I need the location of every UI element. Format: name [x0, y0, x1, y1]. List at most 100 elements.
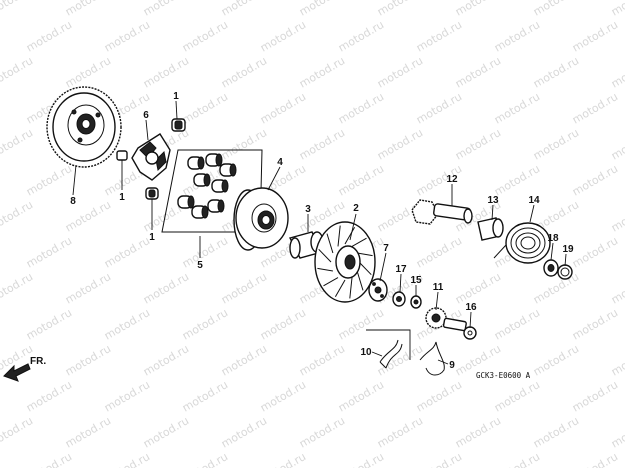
watermark-text: motod.ru [609, 270, 625, 306]
watermark-text: motod.ru [180, 18, 230, 54]
watermark-text: motod.ru [336, 450, 386, 468]
callout-4: 4 [277, 157, 283, 168]
watermark-text: motod.ru [375, 126, 425, 162]
part-14-return-spring [493, 222, 551, 264]
watermark-text: motod.ru [453, 0, 503, 19]
part-10-friction-spring [379, 339, 403, 369]
fan-blade [358, 261, 372, 276]
watermark-text: motod.ru [297, 126, 347, 162]
watermark-text: motod.ru [219, 0, 269, 19]
watermark-text: motod.ru [570, 306, 620, 342]
part-4-movable-drive-face [233, 187, 289, 251]
watermark-text: motod.ru [609, 126, 625, 162]
callout-3: 3 [305, 204, 311, 215]
watermark-text: motod.ru [24, 306, 74, 342]
watermark-text: motod.ru [609, 342, 625, 378]
watermark-text: motod.ru [0, 126, 35, 162]
watermark-text: motod.ru [414, 90, 464, 126]
part-2-drive-face-fan [314, 221, 376, 303]
part-19-circlip [557, 264, 573, 280]
watermark-text: motod.ru [141, 270, 191, 306]
callout-14: 14 [528, 195, 540, 206]
weight-roller [193, 173, 211, 187]
watermark-text: motod.ru [24, 162, 74, 198]
watermark-text: motod.ru [531, 270, 581, 306]
watermark-text: motod.ru [141, 414, 191, 450]
watermark-text: motod.ru [531, 126, 581, 162]
watermark-text: motod.ru [336, 162, 386, 198]
watermark-text: motod.ru [0, 0, 35, 19]
watermark-text: motod.ru [570, 162, 620, 198]
watermark-text: motod.ru [297, 54, 347, 90]
diagram-code: GCK3-E0600 A [476, 371, 531, 380]
part-1-slide-piece-top [171, 118, 186, 132]
watermark-text: motod.ru [570, 18, 620, 54]
fan-blade [317, 267, 333, 272]
watermark-text: motod.ru [609, 0, 625, 19]
fan-blade [357, 252, 373, 257]
weight-roller [191, 205, 209, 219]
watermark-text: motod.ru [336, 378, 386, 414]
watermark-text: motod.ru [258, 18, 308, 54]
watermark-text: motod.ru [375, 54, 425, 90]
watermark-text: motod.ru [375, 342, 425, 378]
part-1-slide-piece-bottom [145, 187, 159, 200]
part-13-bushing [477, 217, 504, 241]
fan-blade [349, 277, 353, 299]
watermark-text: motod.ru [102, 306, 152, 342]
watermark-text: motod.ru [297, 342, 347, 378]
front-arrow-label: FR. [30, 356, 46, 367]
part-16-washer [463, 326, 477, 340]
watermark-text: motod.ru [609, 54, 625, 90]
watermark-text: motod.ru [180, 306, 230, 342]
watermark-text: motod.ru [102, 378, 152, 414]
part-6-ramp-plate [131, 133, 171, 181]
watermark-text: motod.ru [609, 414, 625, 450]
fan-blade [318, 248, 332, 263]
watermark-text: motod.ru [180, 90, 230, 126]
watermark-text: motod.ru [0, 198, 35, 234]
watermark-text: motod.ru [570, 450, 620, 468]
part-18-washer [543, 259, 559, 277]
watermark-text: motod.ru [297, 0, 347, 19]
watermark-text: motod.ru [414, 234, 464, 270]
callout-19: 19 [562, 244, 574, 255]
weight-roller [177, 195, 195, 209]
watermark-text: motod.ru [531, 54, 581, 90]
fan-blade [351, 237, 367, 247]
watermark-text: motod.ru [258, 450, 308, 468]
callout-10: 10 [360, 347, 372, 358]
watermark-text: motod.ru [492, 306, 542, 342]
callout-15: 15 [410, 275, 422, 286]
callout-9: 9 [449, 360, 455, 371]
watermark-text: motod.ru [63, 54, 113, 90]
fan-blade [323, 277, 339, 287]
watermark-text: motod.ru [63, 342, 113, 378]
weight-roller [205, 153, 223, 167]
watermark-text: motod.ru [336, 306, 386, 342]
watermark-text: motod.ru [609, 198, 625, 234]
part-12-kick-spindle [411, 199, 473, 225]
watermark-text: motod.ru [492, 450, 542, 468]
watermark-text: motod.ru [24, 450, 74, 468]
watermark-text: motod.ru [24, 18, 74, 54]
watermark-text: motod.ru [219, 270, 269, 306]
watermark-text: motod.ru [63, 270, 113, 306]
fan-blade [356, 270, 364, 291]
fan-blade [334, 279, 346, 298]
watermark-text: motod.ru [180, 378, 230, 414]
watermark-text: motod.ru [336, 90, 386, 126]
watermark-text: motod.ru [0, 270, 35, 306]
watermark-text: motod.ru [570, 90, 620, 126]
watermark-text: motod.ru [0, 414, 35, 450]
watermark-text: motod.ru [24, 234, 74, 270]
watermark-text: motod.ru [102, 450, 152, 468]
callout-2: 2 [353, 203, 359, 214]
callout-6: 6 [143, 110, 149, 121]
callout-18: 18 [547, 233, 559, 244]
part-9-friction-spring [419, 341, 445, 376]
weight-roller [211, 179, 229, 193]
callout-7: 7 [383, 243, 389, 254]
watermark-text: motod.ru [219, 54, 269, 90]
